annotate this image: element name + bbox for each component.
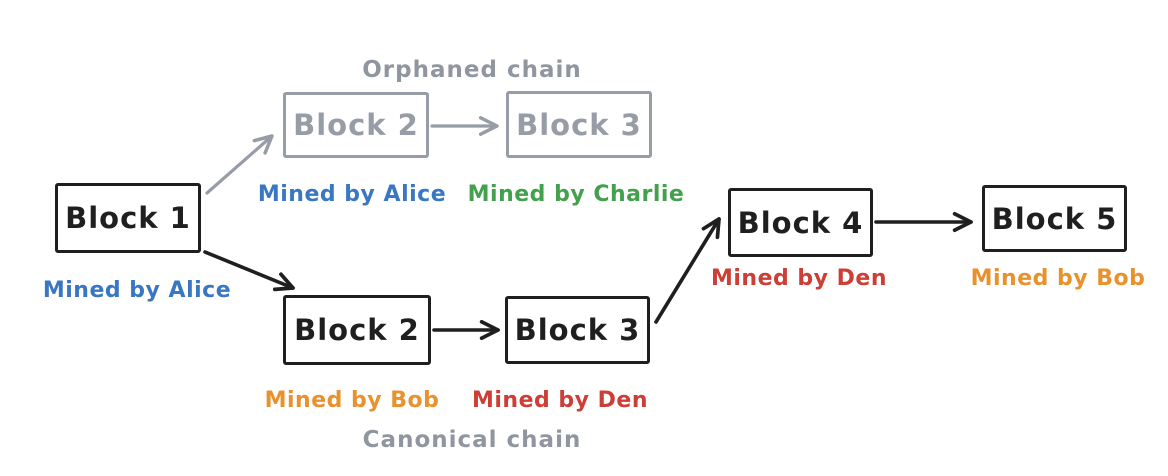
canon-block-2-box: Block 2 (283, 295, 431, 365)
orphan-block-3-box: Block 3 (506, 91, 652, 158)
block-5-label: Block 5 (991, 201, 1118, 236)
block-1-box: Block 1 (55, 183, 201, 253)
orphan-block-3-miner-label: Mined by Charlie (467, 182, 685, 207)
block-4-box: Block 4 (728, 188, 873, 257)
canonical-chain-label: Canonical chain (362, 427, 582, 453)
orphan-block-3-label: Block 3 (516, 107, 642, 142)
canon-block-2-label: Block 2 (294, 313, 420, 347)
arrow-block3-to-block4 (654, 217, 721, 324)
orphan-block-2-label: Block 2 (293, 108, 419, 142)
canon-block-2-miner-label: Mined by Bob (264, 388, 440, 413)
block-4-label: Block 4 (737, 205, 864, 240)
orphan-block-2-miner-label: Mined by Alice (257, 182, 447, 207)
orphaned-chain-label: Orphaned chain (362, 57, 582, 83)
block-5-miner-label: Mined by Bob (970, 266, 1146, 291)
canon-block-3-miner-label: Mined by Den (471, 388, 649, 413)
block-4-miner-label: Mined by Den (710, 266, 888, 291)
orphan-block-2-box: Block 2 (283, 92, 429, 158)
canon-block-3-label: Block 3 (514, 313, 641, 347)
block-5-box: Block 5 (982, 185, 1127, 252)
block-1-label: Block 1 (65, 201, 191, 235)
block-1-miner-label: Mined by Alice (42, 278, 232, 303)
canon-block-3-box: Block 3 (505, 296, 650, 364)
